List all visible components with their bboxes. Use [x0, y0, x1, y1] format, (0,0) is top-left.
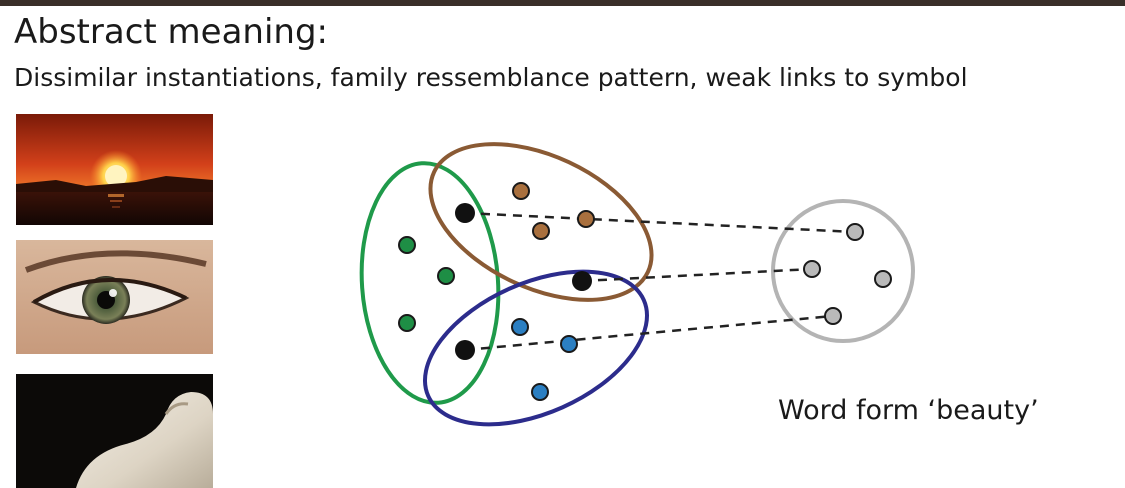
gray-dot	[846, 223, 864, 241]
green-dot	[437, 267, 455, 285]
weak-links	[464, 211, 856, 352]
brown-cluster-ellipse	[428, 142, 654, 302]
word-form-circle	[771, 199, 915, 343]
blue-cluster-ellipse	[423, 269, 649, 427]
slide: Abstract meaning: Dissimilar instantiati…	[0, 6, 1125, 488]
green-cluster-ellipse	[359, 161, 501, 405]
link-line	[464, 314, 834, 352]
black-dot	[572, 271, 592, 291]
blue-dot	[511, 318, 529, 336]
sunset-photo	[16, 114, 213, 225]
gray-dot	[874, 270, 892, 288]
brown-dot	[532, 222, 550, 240]
green-dot	[398, 314, 416, 332]
link-line	[581, 267, 813, 283]
link-line	[464, 211, 856, 234]
slide-subtitle: Dissimilar instantiations, family ressem…	[14, 63, 968, 92]
eye-photo	[16, 240, 213, 354]
gray-dot	[824, 307, 842, 325]
gray-dot	[803, 260, 821, 278]
brown-dot	[577, 210, 595, 228]
black-dot	[455, 203, 475, 223]
blue-dot	[531, 383, 549, 401]
sculpture-photo	[16, 374, 213, 488]
blue-dot	[560, 335, 578, 353]
green-dot	[398, 236, 416, 254]
slide-title: Abstract meaning:	[14, 12, 328, 52]
concept-diagram	[359, 142, 915, 427]
black-dot	[455, 340, 475, 360]
word-form-caption: Word form ‘beauty’	[778, 395, 1039, 426]
brown-dot	[512, 182, 530, 200]
